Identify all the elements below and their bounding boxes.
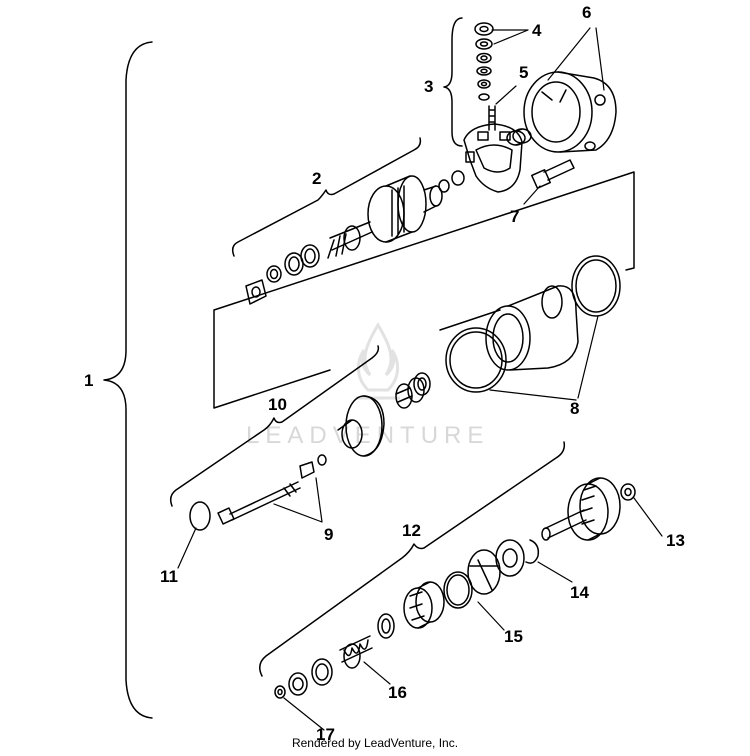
spring-16 — [339, 613, 395, 669]
drive-end-housing — [337, 395, 385, 457]
callout-13: 13 — [666, 531, 685, 550]
callout-10: 10 — [268, 395, 287, 414]
brace-10 — [169, 345, 380, 507]
leader-lines — [177, 27, 663, 731]
nut-washer-stack — [474, 22, 494, 101]
clutch-gear — [403, 581, 445, 629]
callout-16: 16 — [388, 683, 407, 702]
housing-outline — [213, 171, 635, 409]
field-housing — [485, 285, 579, 371]
ring-15 — [443, 571, 473, 609]
o-ring-8a — [445, 327, 507, 393]
brace-12 — [259, 441, 566, 677]
o-ring-8b — [571, 255, 621, 317]
brace-2 — [231, 137, 422, 257]
callout-8: 8 — [570, 399, 579, 418]
callout-17: 17 — [316, 725, 335, 744]
callout-7: 7 — [510, 207, 519, 226]
leadventure-logo-watermark — [356, 322, 400, 400]
callout-11: 11 — [160, 567, 178, 586]
callout-14: 14 — [570, 583, 589, 602]
end-cap — [523, 71, 617, 153]
through-bolts-9 — [217, 454, 327, 525]
footer-credit: Rendered by LeadVenture, Inc. — [291, 736, 459, 750]
bushing — [506, 128, 532, 146]
brush-bracket — [245, 279, 267, 305]
callout-4: 4 — [532, 21, 542, 40]
callout-3: 3 — [424, 77, 433, 96]
callout-9: 9 — [324, 525, 333, 544]
callout-6: 6 — [582, 3, 591, 22]
callout-12: 12 — [402, 521, 421, 540]
washers-group-2 — [266, 244, 320, 283]
watermark-text: LEADVENTURE — [246, 422, 490, 449]
retainer-15 — [467, 549, 501, 595]
assembly-brace — [103, 41, 153, 719]
bearing — [395, 372, 431, 409]
callout-5: 5 — [519, 63, 528, 82]
brace-3 — [443, 17, 463, 147]
pinion-gear — [541, 477, 621, 541]
armature — [327, 170, 465, 259]
brush-plate — [463, 123, 523, 193]
callout-2: 2 — [312, 169, 321, 188]
o-ring-11 — [189, 501, 211, 531]
through-bolt-7 — [531, 159, 575, 189]
retainer-13 — [620, 483, 636, 501]
callout-15: 15 — [504, 627, 523, 646]
callout-1: 1 — [84, 371, 93, 390]
washers-17 — [274, 658, 333, 699]
snap-ring-14 — [525, 539, 540, 564]
terminal-stud — [488, 105, 496, 131]
